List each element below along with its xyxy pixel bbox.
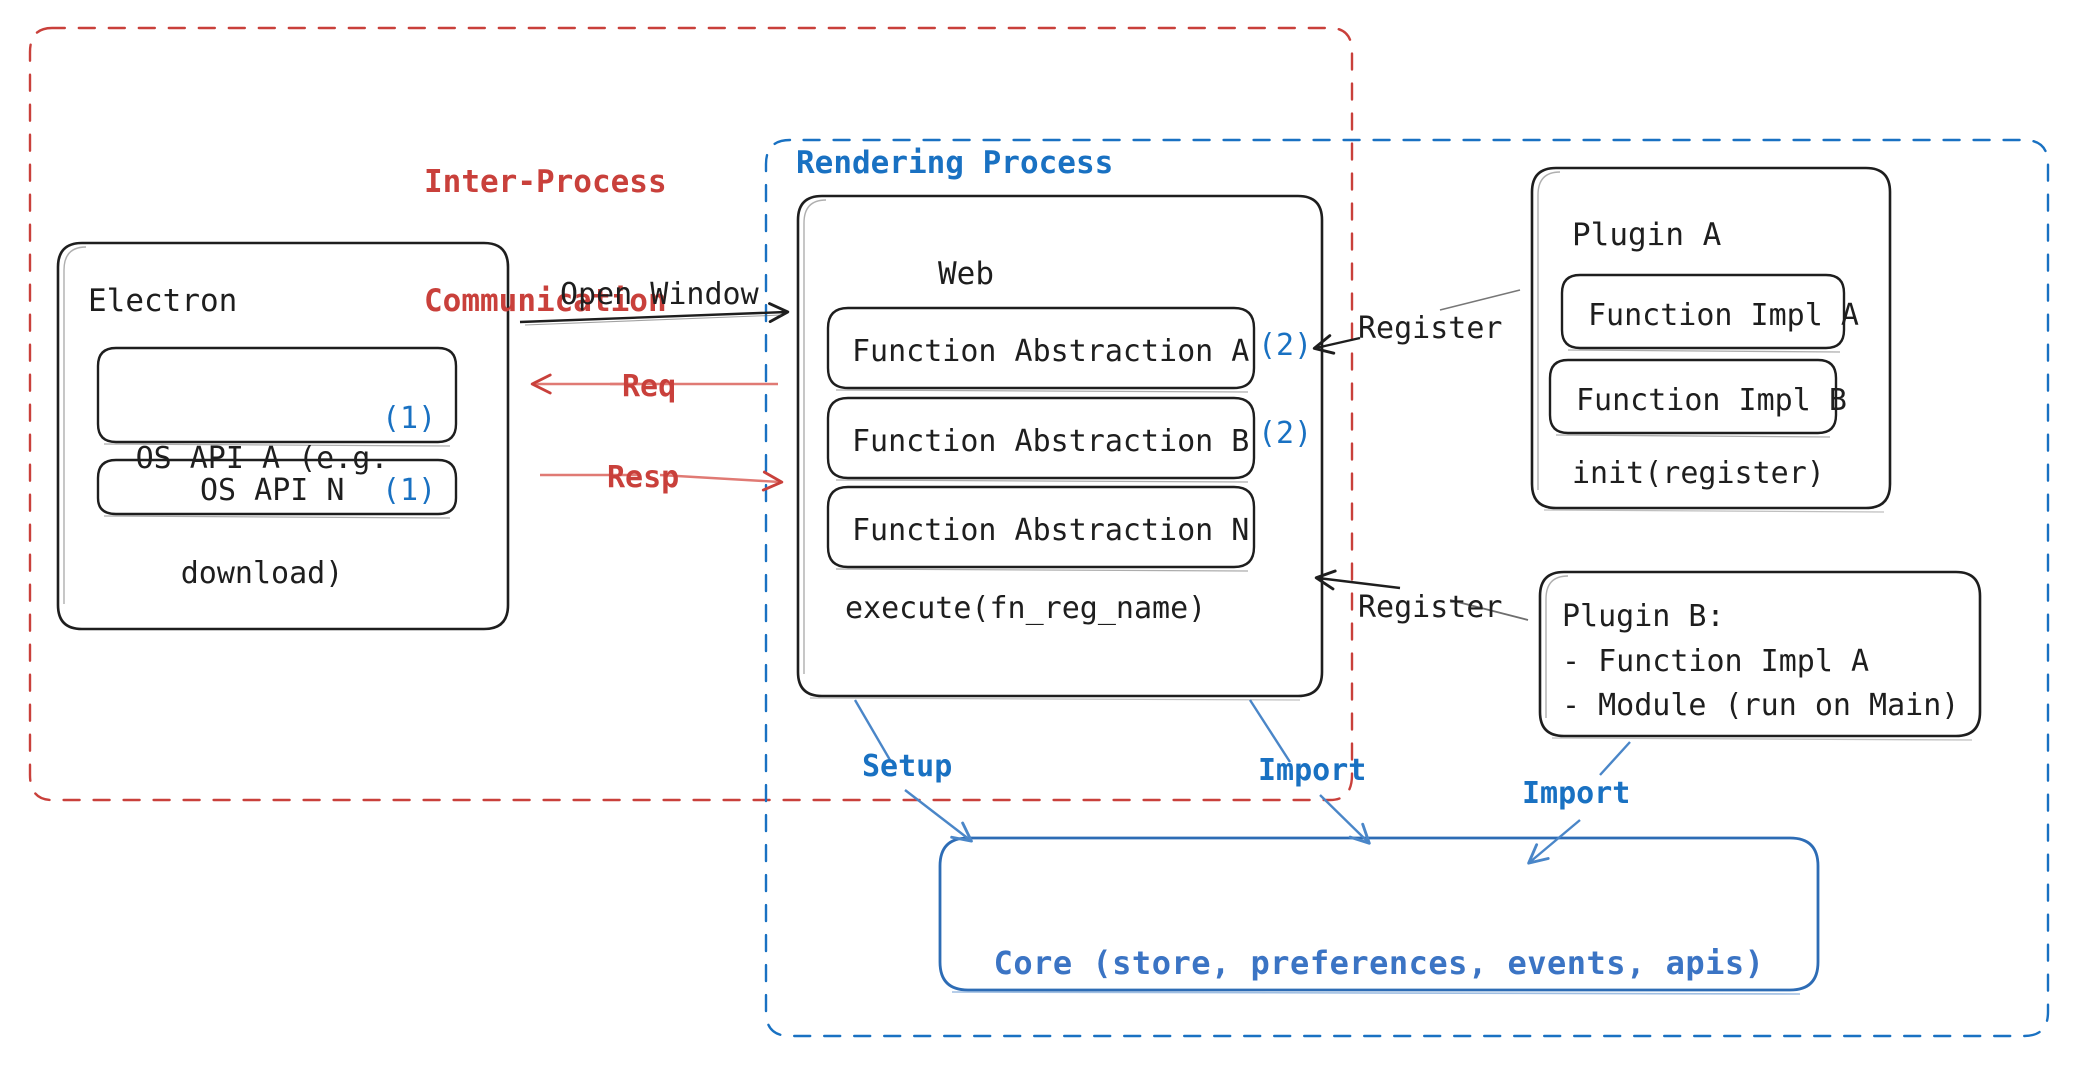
box-title-plugin-a: Plugin A	[1572, 217, 1722, 253]
group-label-ipc: Inter-Process Communication	[424, 164, 667, 320]
box-title-electron: Electron	[88, 283, 238, 319]
core-box-text: Core (store, preferences, events, apis) …	[940, 856, 1818, 1066]
os-api-a-label: OS API A (e.g. download)	[135, 440, 389, 591]
box-title-plugin-b: Plugin B:	[1562, 599, 1725, 634]
os-api-n-label: OS API N	[200, 473, 345, 508]
function-impl-b-label: Function Impl B	[1576, 383, 1847, 418]
edge-label-import-web: Import	[1258, 753, 1367, 788]
group-label-rendering-process: Rendering Process	[796, 145, 1114, 181]
plugin-a-init-method: init(register)	[1572, 456, 1825, 491]
edge-label-register-plugin-a: Register	[1358, 311, 1503, 346]
function-abstraction-b-marker: (2)	[1258, 416, 1313, 451]
function-abstraction-b-label: Function Abstraction B	[852, 424, 1250, 459]
edge-label-import-plugin-b: Import	[1522, 776, 1631, 811]
function-abstraction-a-marker: (2)	[1258, 328, 1313, 363]
plugin-b-line-1: - Function Impl A	[1562, 644, 1870, 679]
plugin-b-line-2: - Module (run on Main)	[1562, 688, 1960, 723]
os-api-n-marker: (1)	[382, 473, 437, 508]
function-abstraction-a-label: Function Abstraction A	[852, 334, 1250, 369]
edge-label-register-plugin-b: Register	[1358, 590, 1503, 625]
core-line-1: Core (store, preferences, events, apis)	[993, 944, 1765, 983]
function-abstraction-n-label: Function Abstraction N	[852, 513, 1250, 548]
function-impl-a-label: Function Impl A	[1588, 298, 1859, 333]
box-title-web: Web	[938, 256, 994, 292]
web-execute-method: execute(fn_reg_name)	[845, 591, 1207, 626]
edge-label-req: Req	[622, 369, 677, 404]
edge-label-resp: Resp	[607, 460, 680, 495]
edge-label-setup: Setup	[862, 749, 953, 784]
edge-label-open-window: Open Window	[560, 277, 759, 312]
os-api-a-marker: (1)	[382, 401, 437, 436]
